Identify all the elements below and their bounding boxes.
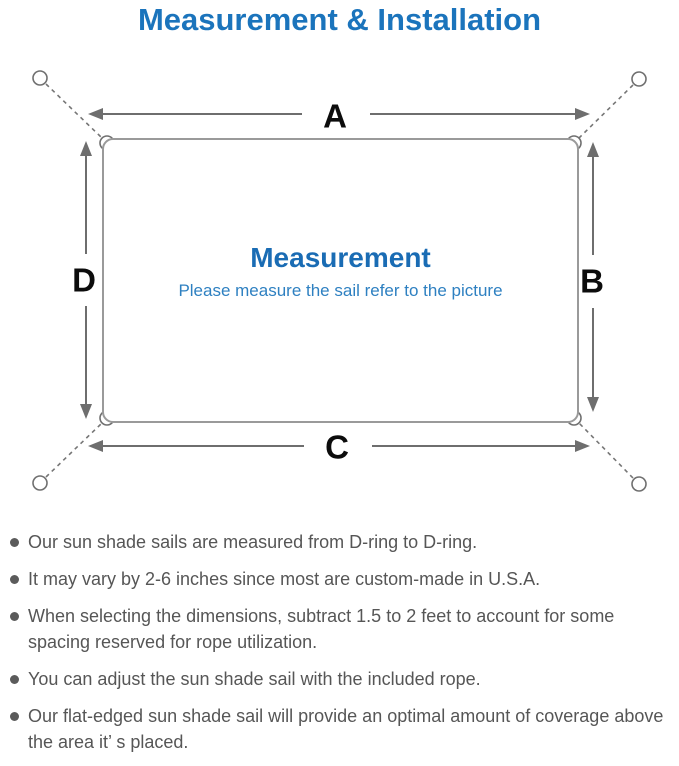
list-item: Our flat-edged sun shade sail will provi…: [10, 703, 675, 755]
bullet-dot-icon: [10, 675, 19, 684]
note-text: You can adjust the sun shade sail with t…: [28, 669, 481, 689]
list-item: You can adjust the sun shade sail with t…: [10, 666, 675, 692]
dimension-arrowhead-a: [88, 108, 590, 120]
measurement-subtitle: Please measure the sail refer to the pic…: [178, 281, 503, 300]
dimension-label-b: B: [580, 263, 604, 300]
measurement-heading: Measurement: [250, 242, 431, 273]
dimension-label-a: A: [323, 98, 347, 135]
note-text: It may vary by 2-6 inches since most are…: [28, 569, 541, 589]
bullet-dot-icon: [10, 575, 19, 584]
sail-outline: [102, 138, 579, 423]
measurement-diagram: A B C D: [32, 70, 647, 492]
list-item: Our sun shade sails are measured from D-…: [10, 529, 675, 555]
note-text: Our flat-edged sun shade sail will provi…: [28, 706, 664, 752]
list-item: When selecting the dimensions, subtract …: [10, 603, 675, 655]
list-item: It may vary by 2-6 inches since most are…: [10, 566, 675, 592]
anchor-ring-icon: [32, 70, 647, 492]
dimension-arrowhead-d: [80, 141, 92, 419]
dimension-arrowhead-b: [587, 142, 599, 412]
note-text: Our sun shade sails are measured from D-…: [28, 532, 478, 552]
tension-rope-dashed-line: [45, 83, 634, 479]
bullet-dot-icon: [10, 538, 19, 547]
bullet-dot-icon: [10, 712, 19, 721]
dimension-arrowhead-c: [88, 440, 590, 452]
notes-list: Our sun shade sails are measured from D-…: [10, 529, 675, 766]
bullet-dot-icon: [10, 612, 19, 621]
dimension-label-c: C: [325, 429, 349, 466]
sail-center-caption: Measurement Please measure the sail refe…: [103, 242, 578, 301]
page-title: Measurement & Installation: [137, 2, 542, 37]
dimension-label-d: D: [72, 262, 96, 299]
note-text: When selecting the dimensions, subtract …: [28, 606, 615, 652]
